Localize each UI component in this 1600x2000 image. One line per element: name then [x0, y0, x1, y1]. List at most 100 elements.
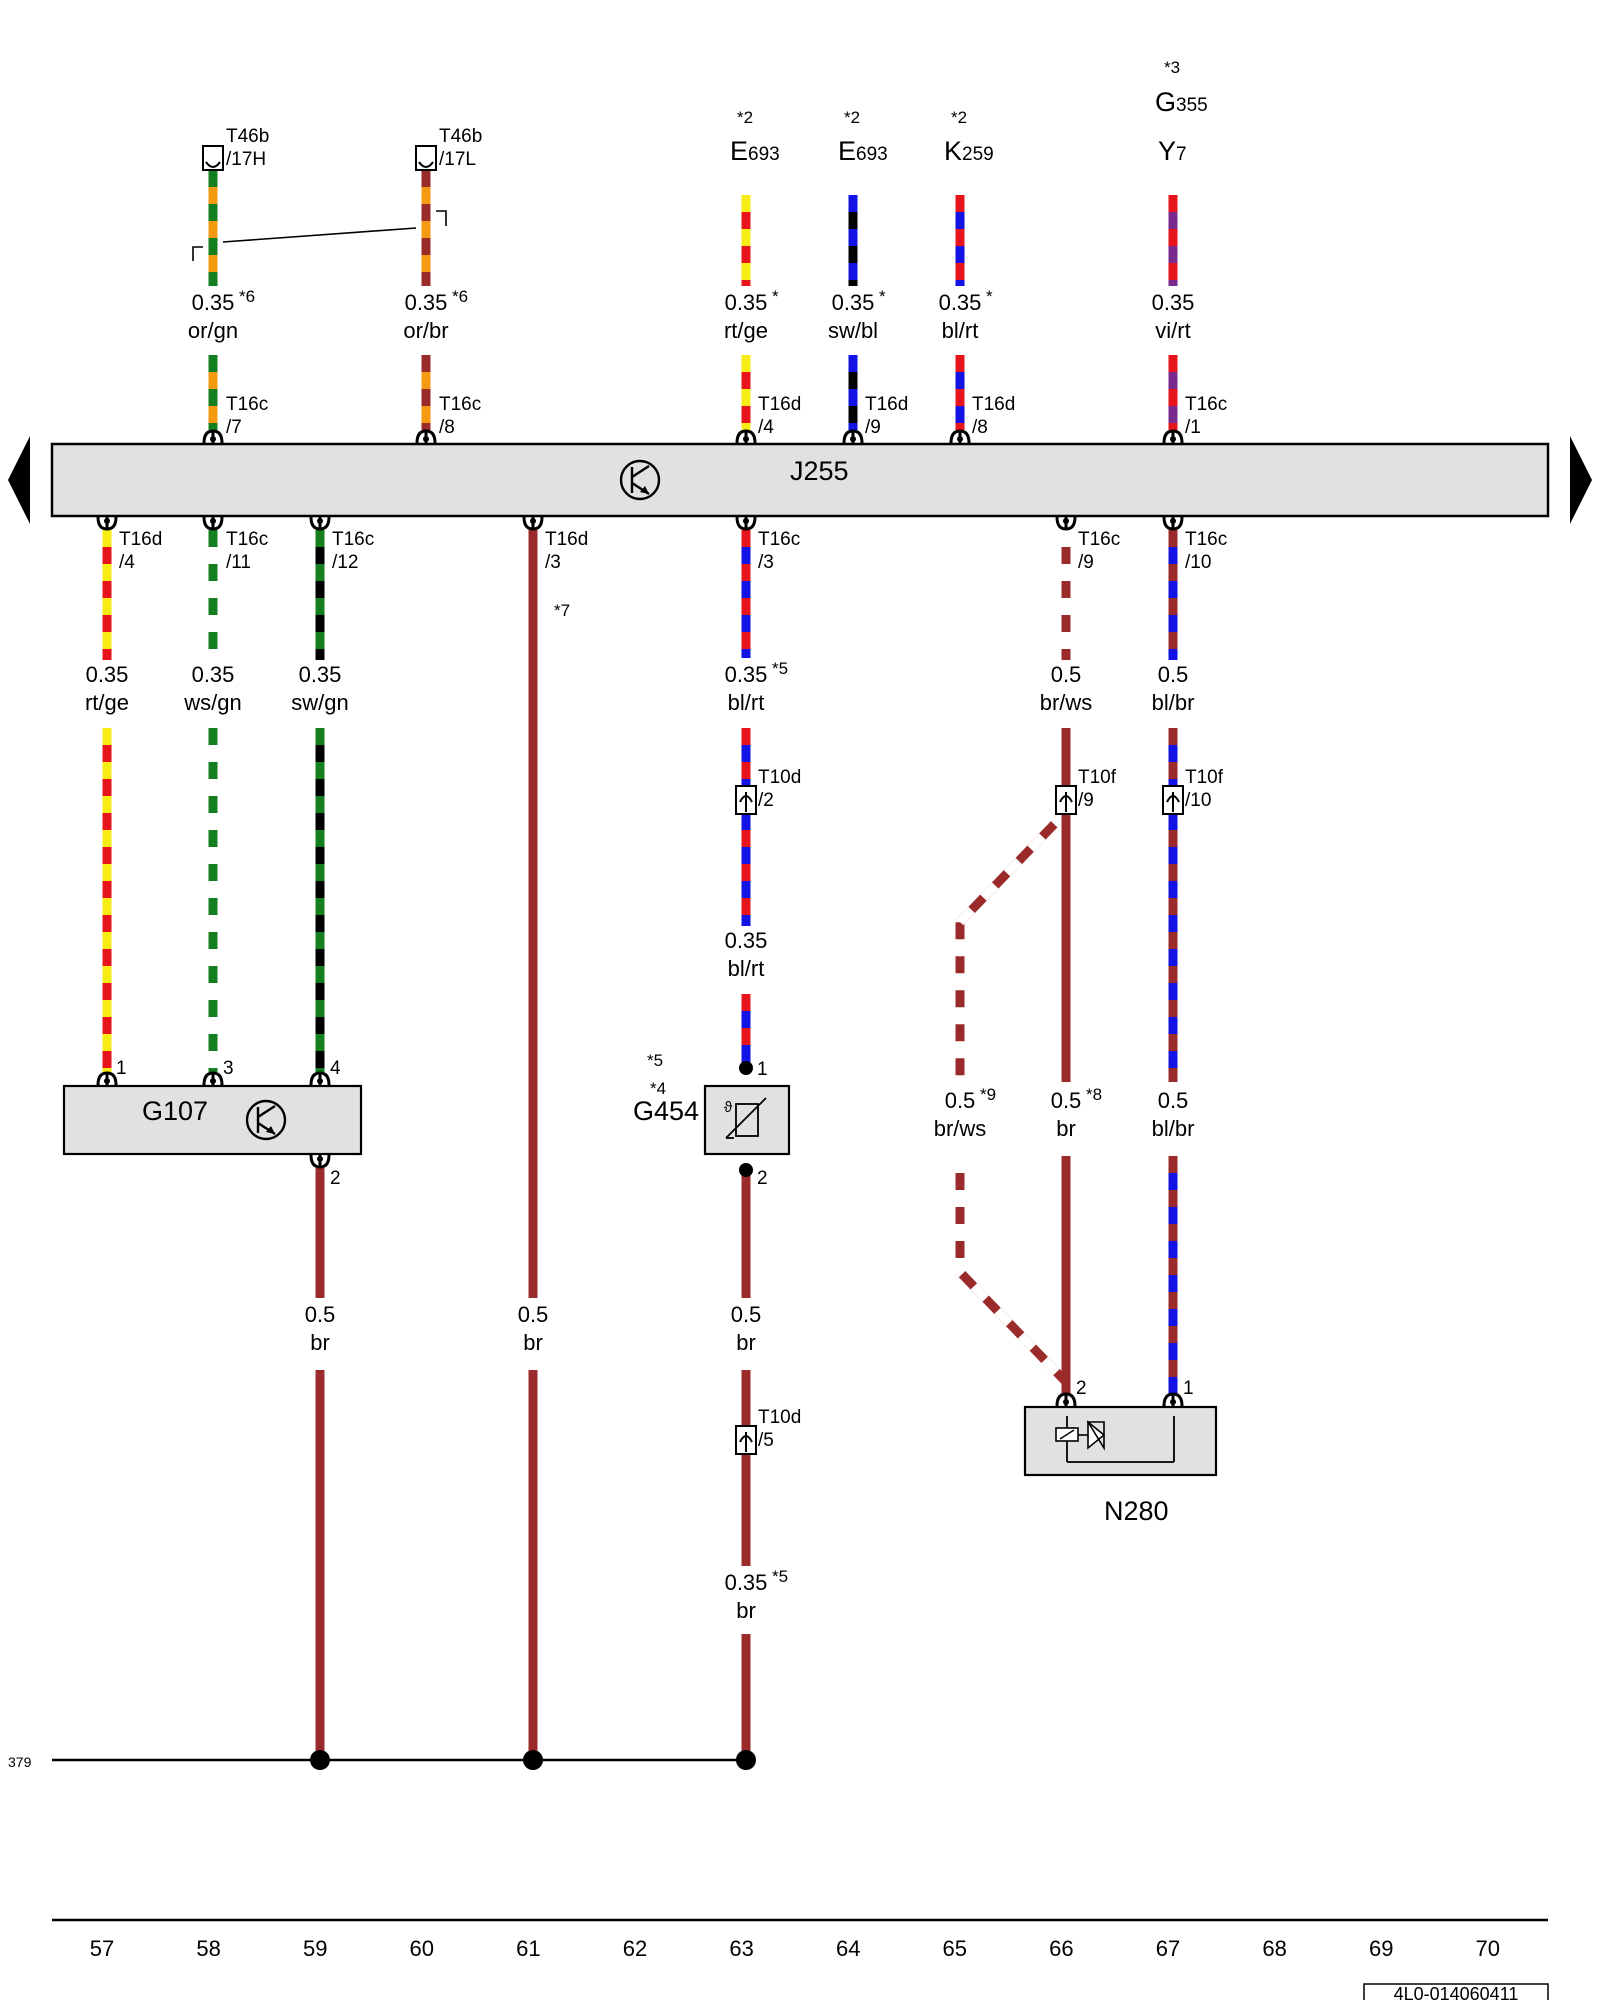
connector-pin-label: /12 [332, 552, 358, 573]
pin-contact-icon [1055, 516, 1077, 531]
solenoid-valve-icon [1055, 1416, 1175, 1463]
wire-size-label: 0.5 [305, 1302, 336, 1327]
g454-sensor-box [703, 1084, 791, 1156]
g454-note-4: *4 [650, 1079, 666, 1098]
wire-color-label: br [1056, 1116, 1076, 1141]
g454-note-5: *5 [647, 1051, 663, 1070]
connector-label: T16c [439, 394, 481, 415]
pin-number-label: 2 [330, 1168, 341, 1189]
wire-size-label: 0.35 [725, 1570, 768, 1595]
axis-column-label: 70 [1476, 1936, 1500, 1961]
g107-label: G107 [142, 1096, 208, 1126]
wire-note: *9 [980, 1085, 996, 1104]
pin-number-label: 1 [757, 1059, 768, 1080]
pin-number-label: 1 [116, 1058, 127, 1079]
continue-right-arrow-icon [1570, 436, 1592, 524]
inline-connector-icon [1055, 785, 1077, 815]
comp-e693-b-label: E693 [838, 136, 888, 166]
wire-size-label: 0.5 [731, 1302, 762, 1327]
wire-color-label: rt/ge [724, 318, 768, 343]
pin-number-label: 1 [1183, 1378, 1194, 1399]
connector-pin-label: /9 [1078, 552, 1094, 573]
connector-pin-label: /17L [439, 149, 476, 170]
t46b-17h-connector-icon [202, 145, 224, 171]
wire-size-label: 0.35 [725, 662, 768, 687]
j255-label: J255 [790, 456, 849, 486]
t46b-17l-connector-icon [415, 145, 437, 171]
pin-dot-icon [739, 1061, 753, 1075]
connector-pin-label: /4 [758, 417, 774, 438]
ground-splice [523, 1750, 543, 1770]
wire-size-label: 0.35 [192, 290, 235, 315]
pin-dot-icon [739, 1163, 753, 1177]
connector-label: T16c [1185, 529, 1227, 550]
connector-label: T16d [545, 529, 588, 550]
wire-color-label: bl/rt [728, 956, 765, 981]
connector-label: T46b [226, 126, 269, 147]
pin-contact-icon [1162, 429, 1184, 444]
wire-size-label: 0.5 [1158, 662, 1189, 687]
axis-column-label: 67 [1156, 1936, 1180, 1961]
comp-e693-a-label: E693 [730, 136, 780, 166]
axis-column-label: 62 [623, 1936, 647, 1961]
connector-pin-label: /2 [758, 790, 774, 811]
pin-contact-icon [735, 429, 757, 444]
wire-color-label: br [736, 1330, 756, 1355]
axis-column-label: 64 [836, 1936, 860, 1961]
pin-contact-icon [202, 516, 224, 531]
pin-number-label: 4 [330, 1058, 341, 1079]
connector-label: T16d [972, 394, 1015, 415]
connector-label: T16c [226, 394, 268, 415]
connector-label: T16d [758, 394, 801, 415]
inline-connector-icon [735, 785, 757, 815]
connector-label: T16c [332, 529, 374, 550]
connector-pin-label: /1 [1185, 417, 1201, 438]
wire-color-label: or/gn [188, 318, 238, 343]
axis-column-label: 66 [1049, 1936, 1073, 1961]
pin-number-label: 2 [1076, 1378, 1087, 1399]
pin-contact-icon [309, 516, 331, 531]
axis-column-label: 60 [410, 1936, 434, 1961]
labels-layer: 0.35*6or/gnT46b/17HT16c/70.35*6or/brT46b… [85, 126, 1227, 1623]
wire-61-note: *7 [554, 601, 570, 620]
wire-size-label: 0.35 [192, 662, 235, 687]
wire-note: *6 [452, 287, 468, 306]
transistor-symbol-icon [619, 459, 661, 501]
wire-color-label: bl/br [1152, 1116, 1195, 1141]
wire-color-label: sw/bl [828, 318, 878, 343]
wire-color-label: bl/rt [728, 690, 765, 715]
comp-e693-a-note: *2 [737, 108, 753, 127]
svg-text:ϑ: ϑ [724, 1099, 733, 1116]
wire-color-label: br/ws [1040, 690, 1093, 715]
document-id: 4L0-014060411 [1394, 1984, 1519, 2000]
pins-layer [96, 429, 1184, 1455]
n280-valve-box [1023, 1405, 1218, 1477]
pin-contact-icon [415, 429, 437, 444]
comp-k259-label: K259 [944, 136, 994, 166]
wire-size-label: 0.5 [1051, 1088, 1082, 1113]
wire-color-label: or/br [403, 318, 448, 343]
wire-size-label: 0.5 [518, 1302, 549, 1327]
connector-pin-label: /5 [758, 1430, 774, 1451]
inline-connector-icon [735, 1425, 757, 1455]
document-id-box [1363, 1983, 1549, 2000]
wire-color-label: br [310, 1330, 330, 1355]
axis-column-label: 65 [943, 1936, 967, 1961]
connector-pin-label: /4 [119, 552, 135, 573]
wire-note: *6 [239, 287, 255, 306]
wire-color-label: sw/gn [291, 690, 348, 715]
pin-contact-icon [1055, 1392, 1077, 1407]
wire-size-label: 0.35 [725, 928, 768, 953]
thermistor-icon: ϑ [724, 1097, 767, 1139]
connector-pin-label: /7 [226, 417, 242, 438]
axis-column-label: 68 [1262, 1936, 1286, 1961]
connector-pin-label: /3 [758, 552, 774, 573]
connector-pin-label: /10 [1185, 790, 1211, 811]
connector-label: T16c [1185, 394, 1227, 415]
connector-label: T16c [758, 529, 800, 550]
wire-color-label: ws/gn [183, 690, 241, 715]
wires-layer [102, 170, 1178, 1760]
wire-color-label: br [736, 1598, 756, 1623]
